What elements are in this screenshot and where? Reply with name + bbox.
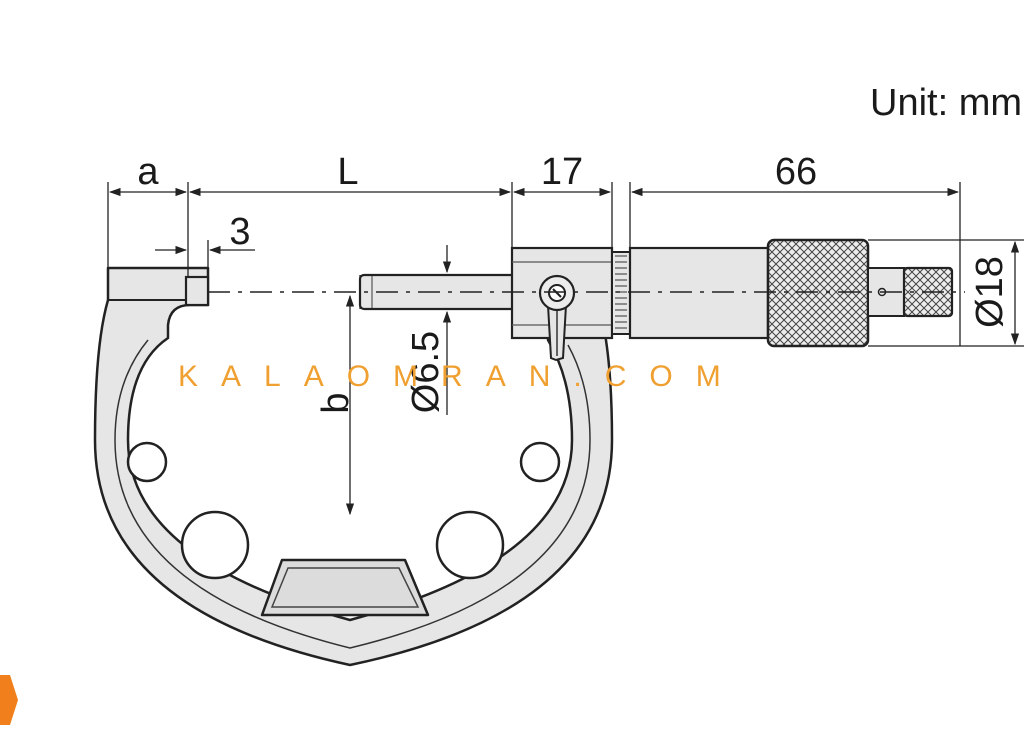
frame-name-plate (260, 558, 430, 617)
dimension-L-label: L (337, 151, 358, 193)
chevron-logo-icon (0, 675, 18, 725)
dimension-66-label: 66 (775, 151, 817, 193)
dimension-a-label: a (137, 151, 159, 193)
dimension-thimble-dia-label: Ø18 (969, 256, 1011, 328)
dimension-17-label: 17 (541, 151, 583, 193)
extension-lines (107, 182, 1024, 347)
dimension-spindle-dia-label: Ø6.5 (405, 331, 447, 413)
unit-label: Unit: mm (870, 82, 1022, 124)
thimble (628, 246, 770, 340)
spindle-lock (538, 274, 576, 362)
frame-hole-left-large (180, 510, 250, 580)
frame-hole-right-small (519, 441, 561, 483)
dimension-b-label: b (315, 392, 357, 413)
watermark-text: KALAOMRAN.COM (178, 360, 744, 393)
frame-hole-left-small (126, 441, 168, 483)
anvil (184, 275, 210, 307)
dimension-3-label: 3 (229, 211, 250, 253)
frame-hole-right-large (435, 510, 505, 580)
thimble-ring (611, 251, 631, 335)
knurled-thimble-grip (766, 238, 870, 348)
